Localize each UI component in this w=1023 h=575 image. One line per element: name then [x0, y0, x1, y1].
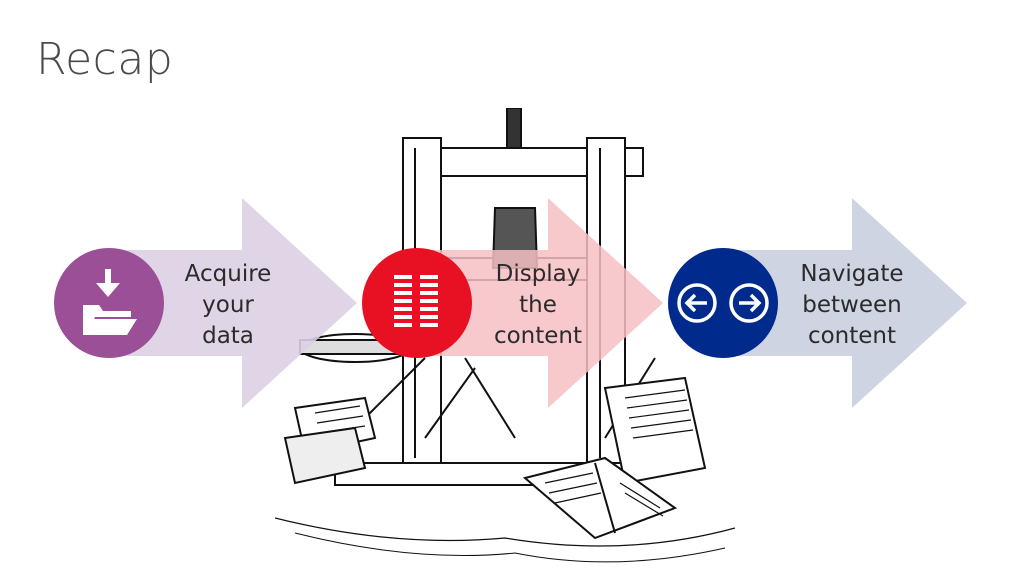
list-columns-icon — [394, 275, 438, 327]
download-folder-icon — [83, 269, 137, 335]
step-3-arrow — [722, 198, 967, 408]
step-1-arrow — [112, 198, 357, 408]
step-1-arrow-shape — [112, 198, 357, 408]
step-2-arrow — [418, 198, 663, 408]
step-3-arrow-shape — [722, 198, 967, 408]
step-3-badge — [668, 248, 778, 358]
step-3-label: Navigate between content — [800, 261, 904, 349]
step-2-arrow-shape — [418, 198, 663, 408]
step-1-label: Acquire your data — [184, 261, 272, 349]
step-1-badge — [54, 248, 164, 358]
slide-title: Recap — [36, 34, 174, 85]
step-2-label: Display the content — [493, 261, 583, 349]
back-forward-arrows-icon — [677, 283, 769, 323]
step-2-badge — [362, 248, 472, 358]
